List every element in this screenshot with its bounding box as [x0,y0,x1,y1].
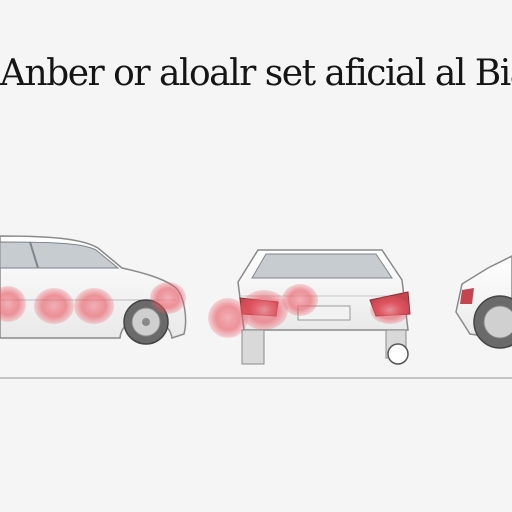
headline: Anber or aloalr set aficial al Biald [0,53,512,94]
light-highlight-spots [0,282,410,338]
right-car-partial-view [455,255,512,349]
